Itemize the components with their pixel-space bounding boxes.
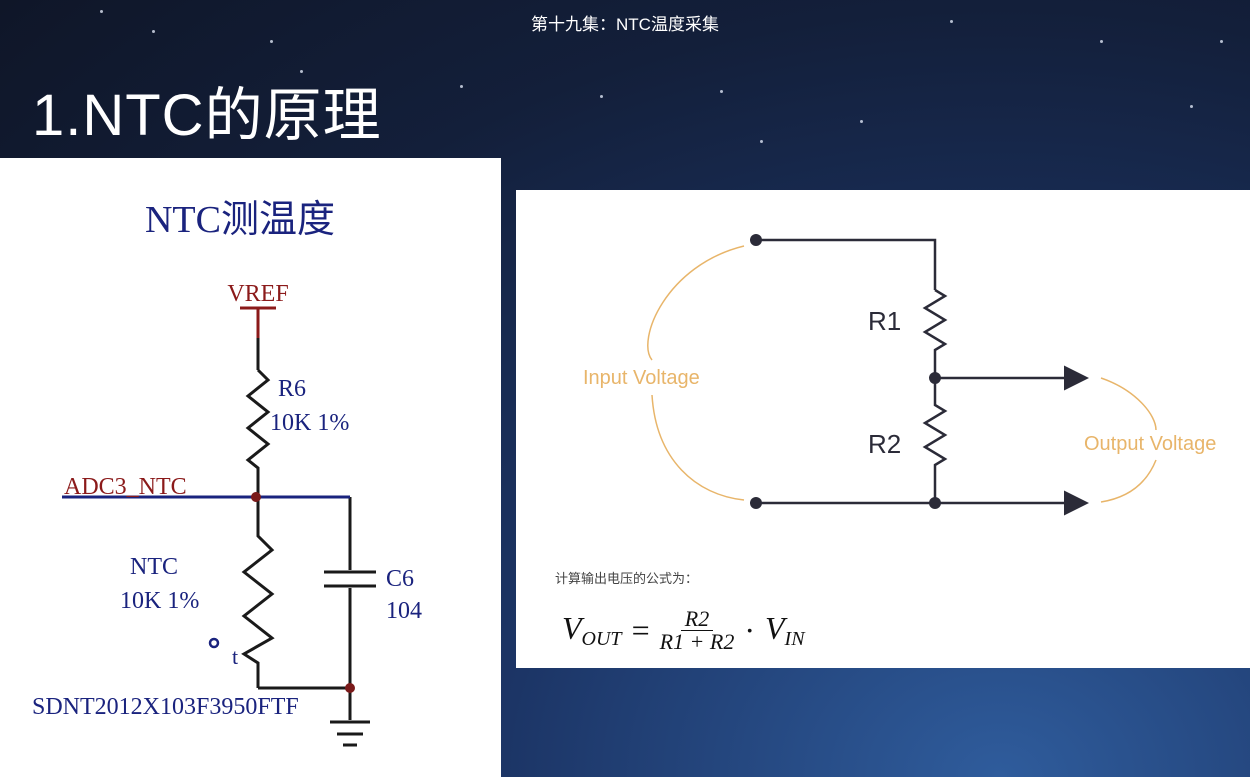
formula-equals: = (631, 612, 650, 648)
junction-dot (251, 492, 261, 502)
r1-resistor (922, 288, 948, 378)
wires (241, 338, 376, 747)
formula-dot: · (744, 612, 755, 648)
r6-value: 10K 1% (270, 410, 349, 436)
ntc-value: 10K 1% (120, 588, 199, 614)
r6-resistor (245, 368, 271, 497)
formula-numerator: R2 (680, 608, 714, 631)
formula-caption: 计算输出电压的公式为： (555, 571, 699, 586)
c6-name: C6 (386, 566, 414, 592)
ntc-schematic: NTC测温度 VREF t ADC3_NTC R6 10K 1% NTC 10K… (32, 199, 422, 747)
ntc-resistor (241, 518, 275, 688)
voltage-divider-diagram: R1 R2 Input Voltage Output Voltage (583, 234, 1216, 516)
ntc-name: NTC (130, 554, 178, 580)
output-voltage-label: Output Voltage (1084, 433, 1216, 455)
temp-symbol-label: t (232, 644, 238, 669)
formula-vin: V (765, 610, 785, 646)
formula-fraction: R2 R1 + R2 (660, 608, 735, 653)
r2-label: R2 (868, 429, 901, 459)
junction-dot (345, 683, 355, 693)
part-number: SDNT2012X103F3950FTF (32, 694, 299, 720)
ntc-schematic-panel: NTC测温度 VREF t ADC3_NTC R6 10K 1% NTC 10K… (0, 158, 501, 777)
formula-denominator: R1 + R2 (659, 629, 735, 654)
vref-label: VREF (227, 281, 288, 307)
temperature-symbol-icon (208, 637, 220, 649)
formula-vout-sub: OUT (581, 628, 622, 650)
adc3-net-label: ADC3_NTC (64, 474, 187, 500)
voltage-arcs (647, 245, 1157, 503)
r6-name: R6 (278, 376, 306, 402)
c6-value: 104 (386, 598, 422, 624)
r2-resistor (922, 378, 948, 503)
formula-vin-sub: IN (784, 628, 805, 650)
schematic-heading: NTC测温度 (145, 199, 335, 241)
formula-vout: V (562, 610, 582, 646)
input-voltage-label: Input Voltage (583, 367, 700, 389)
r1-label: R1 (868, 306, 901, 336)
voltage-divider-formula: VOUT = R2 R1 + R2 · VIN (562, 608, 805, 653)
video-episode-title: 第十九集：NTC温度采集 (531, 15, 719, 34)
vref-symbol (240, 306, 276, 338)
voltage-divider-panel: R1 R2 Input Voltage Output Voltage 计算输出电… (516, 190, 1250, 668)
slide-title: 1.NTC的原理 (32, 83, 382, 148)
